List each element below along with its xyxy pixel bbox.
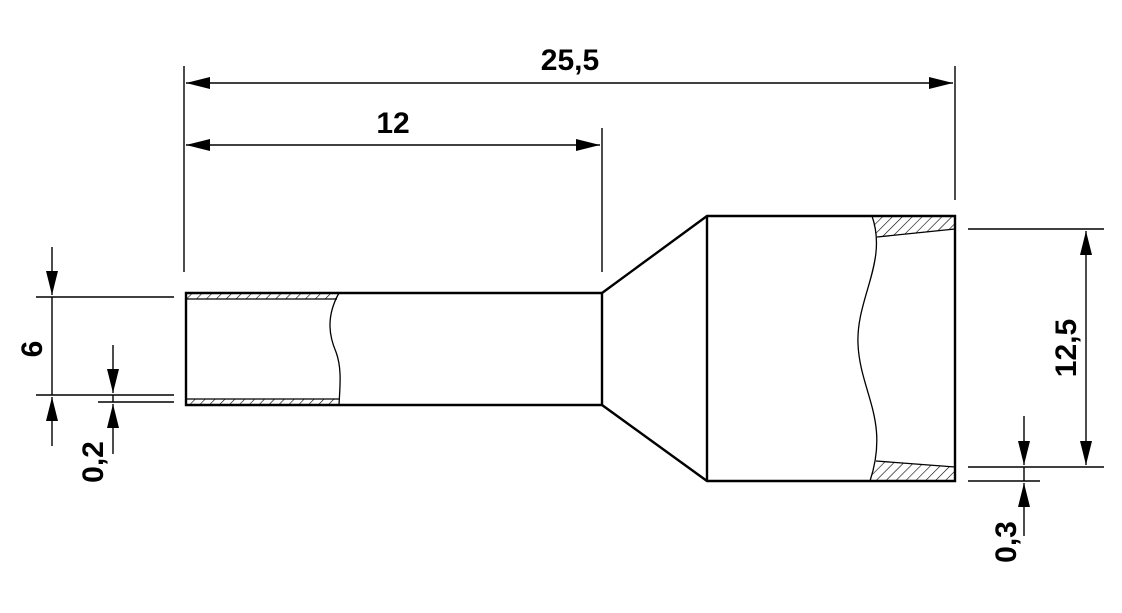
sleeve-wall-dimension: 0,2 [77,345,119,483]
collar-diameter-label: 12,5 [1050,319,1083,377]
sleeve-bottom-wall-hatch [186,399,339,405]
sleeve-length-label: 12 [376,107,409,140]
ferrule-body [184,214,957,483]
collar-top-wall-hatch [872,216,955,237]
sleeve-wall-label: 0,2 [77,441,110,483]
overall-length-label: 25,5 [541,44,599,77]
ferrule-outline [184,214,957,483]
extension-lines [36,66,1104,482]
collar-wall-label: 0,3 [990,521,1023,563]
overall-length-dimension: 25,5 [186,44,953,89]
sleeve-diameter-label: 6 [16,341,49,358]
sleeve-length-dimension: 12 [186,107,600,151]
sleeve-top-wall-hatch [186,293,339,299]
sleeve-diameter-dimension: 6 [16,247,58,446]
collar-diameter-dimension: 12,5 [1050,231,1092,465]
collar-wall-dimension: 0,3 [990,416,1030,563]
sleeve-break-line [329,292,341,406]
collar-break-line [857,215,878,482]
